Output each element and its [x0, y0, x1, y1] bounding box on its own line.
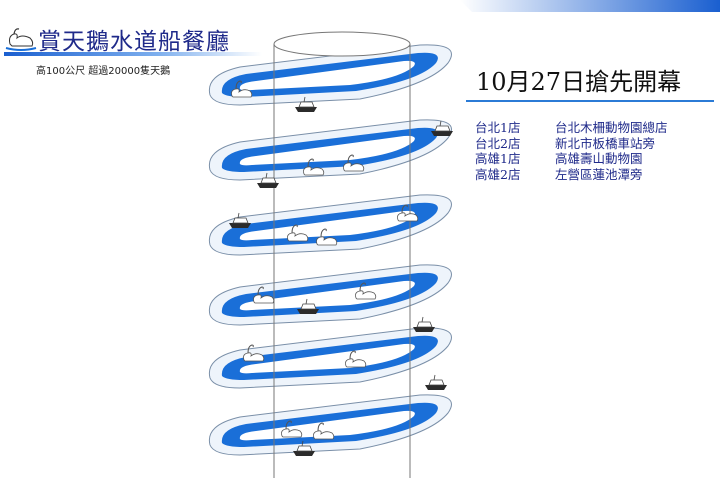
channel-lane [239, 343, 415, 374]
store-name: 台北1店 [475, 120, 521, 135]
page-subtitle: 高100公尺 超過20000隻天鵝 [36, 66, 171, 77]
store-name: 高雄1店 [475, 151, 521, 166]
channel-lane [239, 210, 415, 241]
store-location: 新北市板橋車站旁 [555, 135, 656, 151]
channel-lane [239, 135, 415, 166]
headline-underline [466, 100, 714, 102]
corner-accent-bar [460, 0, 720, 12]
store-row: 高雄2店 左營區蓮池潭旁 [475, 167, 668, 183]
store-row: 高雄1店 高雄壽山動物園 [475, 151, 668, 167]
opening-headline: 10月27日搶先開幕 [476, 68, 682, 96]
title-banner [4, 52, 262, 56]
store-location: 左營區蓮池潭旁 [555, 166, 643, 182]
store-row: 台北1店 台北木柵動物園總店 [475, 120, 668, 136]
channel-lane [239, 60, 415, 91]
store-list: 台北1店 台北木柵動物園總店 台北2店 新北市板橋車站旁 高雄1店 高雄壽山動物… [475, 120, 668, 182]
store-row: 台北2店 新北市板橋車站旁 [475, 136, 668, 152]
swan-logo-icon [5, 28, 37, 51]
store-location: 高雄壽山動物園 [555, 151, 643, 166]
tower-cylinder [273, 31, 411, 478]
boat-icon [412, 316, 436, 333]
page-title: 賞天鵝水道船餐廳 [38, 29, 230, 55]
store-location: 台北木柵動物園總店 [555, 120, 668, 135]
channel-lane [239, 280, 415, 311]
store-name: 高雄2店 [475, 166, 521, 182]
boat-icon [424, 374, 448, 391]
store-name: 台北2店 [475, 135, 521, 151]
